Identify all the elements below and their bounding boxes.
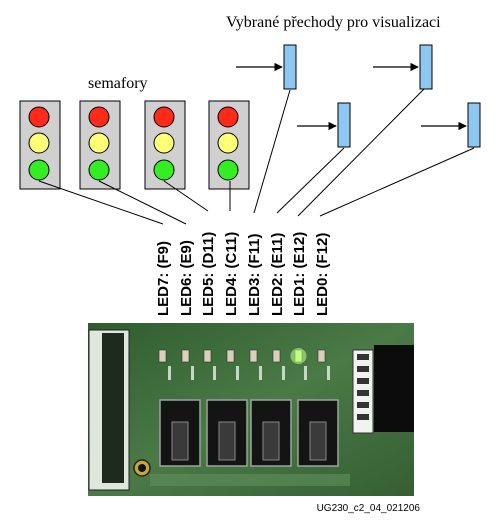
board-led-row — [158, 348, 326, 364]
connector-led7 — [38, 180, 164, 225]
left-component-inner — [102, 333, 124, 483]
connector-led1 — [297, 88, 425, 217]
switch-2-knob — [218, 421, 236, 461]
caption-top: Vybrané přechody pro visualizaci — [226, 14, 441, 31]
header-connector — [374, 345, 414, 432]
indicator-4-bar — [467, 102, 481, 148]
traffic-light-1-green-lamp — [28, 159, 50, 181]
board-led-1-glow — [290, 348, 307, 364]
board-photo — [88, 323, 414, 496]
mounting-hole-inner — [138, 464, 146, 472]
led-label-7: LED7: (F9) — [155, 241, 172, 316]
traffic-light-2-red-lamp — [88, 106, 110, 128]
led-label-5: LED5: (D11) — [200, 232, 217, 316]
led-label-1: LED1: (E12) — [291, 232, 308, 316]
connector-led2 — [276, 147, 345, 214]
traffic-light-4-green-lamp — [217, 159, 239, 181]
traffic-light-2-yellow-lamp — [88, 132, 110, 154]
led-label-3: LED3: (F11) — [246, 233, 263, 316]
board-led-3 — [249, 349, 258, 363]
board-led-5 — [203, 349, 212, 363]
board-led-0 — [317, 349, 326, 363]
indicator-group-2 — [373, 44, 433, 90]
indicator-group-4 — [421, 102, 481, 148]
board-led-2 — [272, 349, 281, 363]
traffic-light-4 — [208, 100, 250, 190]
traffic-light-3-red-lamp — [153, 106, 175, 128]
header-pin-holes — [357, 354, 369, 420]
traffic-light-4-red-lamp — [217, 106, 239, 128]
switch-1-knob — [171, 421, 189, 461]
connector-led6 — [98, 180, 187, 225]
indicator-group-1 — [236, 44, 297, 90]
board-led-6 — [181, 349, 190, 363]
traffic-light-2-green-lamp — [88, 159, 110, 181]
board-led-7 — [158, 349, 167, 363]
led-label-2: LED2: (E11) — [269, 233, 286, 316]
switch-4-knob — [309, 421, 327, 461]
connector-lines — [38, 88, 475, 225]
caption-semafory: semafory — [88, 75, 148, 92]
traffic-light-1-red-lamp — [28, 106, 50, 128]
indicator-3-bar — [337, 102, 351, 148]
switch-3-knob — [262, 421, 280, 461]
traffic-light-4-yellow-lamp — [217, 132, 239, 154]
traffic-light-3-green-lamp — [153, 159, 175, 181]
traffic-light-3-yellow-lamp — [153, 132, 175, 154]
connector-led5 — [163, 180, 209, 212]
indicator-2-bar — [419, 44, 433, 90]
silkscreen-marks — [168, 366, 330, 380]
indicator-1-bar — [283, 44, 297, 90]
led-label-0: LED0: (F12) — [314, 233, 331, 316]
slide-switches — [159, 399, 339, 467]
figure-id: UG230_c2_04_021206 — [317, 503, 421, 514]
connector-led3 — [253, 89, 291, 214]
traffic-light-2 — [79, 100, 121, 190]
bottom-traces — [150, 474, 350, 486]
led-label-6: LED6: (E9) — [178, 240, 195, 316]
board-led-4 — [226, 349, 235, 363]
traffic-light-3 — [144, 100, 186, 190]
connector-led0 — [319, 147, 475, 217]
led-labels: LED7: (F9) LED6: (E9) LED5: (D11) LED4: … — [155, 232, 331, 316]
led-label-4: LED4: (C11) — [223, 232, 240, 316]
traffic-light-1-yellow-lamp — [28, 132, 50, 154]
indicator-group-3 — [297, 102, 351, 148]
traffic-light-1 — [19, 100, 61, 190]
